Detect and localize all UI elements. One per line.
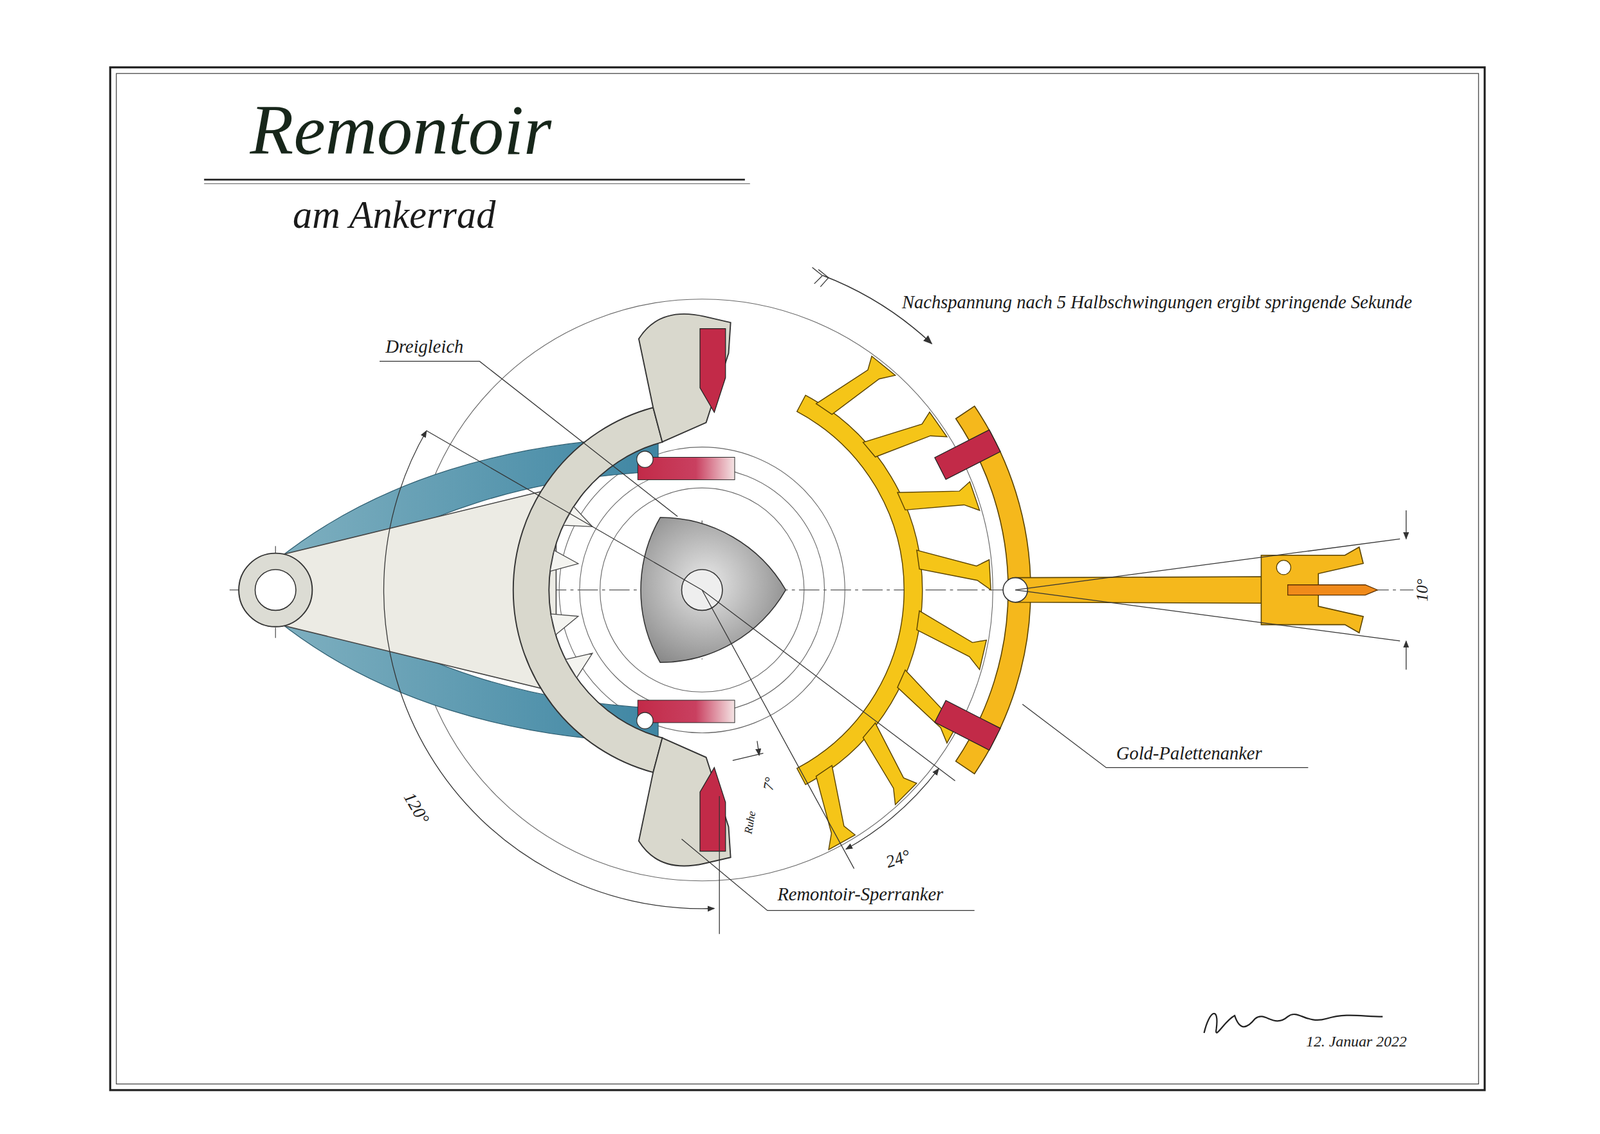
wheel-tooth: [916, 550, 991, 590]
pallet-lever: [956, 405, 1379, 774]
note: Nachspannung nach 5 Halbschwingungen erg…: [900, 292, 1415, 313]
wheel-tooth: [816, 764, 856, 850]
dimension-24: [701, 589, 955, 869]
pivot: [255, 569, 296, 610]
part-name: Remontoir-Sperranker: [775, 883, 946, 904]
wheel-tooth: [897, 481, 980, 511]
pallet-jewel: [934, 699, 1001, 750]
arrow-feather: [812, 267, 829, 287]
reuleaux-cam: [640, 517, 786, 663]
dimension-10: [1015, 510, 1406, 670]
date: 12. Januar 2022: [1304, 1032, 1409, 1050]
angle-dimension: 24°: [881, 845, 915, 874]
wheel-tooth: [916, 610, 987, 670]
ratchet-tooth: [550, 613, 579, 635]
angle-dimension: 7°: [760, 773, 780, 794]
frame: [110, 67, 1485, 1090]
dimension-note: Ruhe: [741, 808, 759, 837]
dimension-7: [732, 740, 764, 760]
title: Remontoir: [250, 93, 552, 166]
title-underline: [203, 178, 745, 181]
title-underline: [203, 183, 751, 184]
pallet-jewel: [934, 429, 1001, 480]
pallet-jewel: [934, 429, 1001, 751]
subtitle: am Ankerrad: [290, 193, 498, 237]
wheel-tooth: [863, 411, 948, 457]
ratchet-tooth: [565, 652, 593, 678]
angle-dimension: 10°: [1413, 576, 1432, 604]
frame: [116, 73, 1479, 1084]
part-name: Dreigleich: [383, 336, 466, 357]
wheel-rim: [797, 395, 923, 785]
pivot: [238, 553, 313, 627]
angle-dimension: 120°: [398, 787, 434, 829]
ratchet-tooth: [550, 550, 579, 572]
part-name: Gold-Palettenanker: [1114, 743, 1265, 764]
ratchet-teeth: [550, 506, 593, 678]
dimension-120: [383, 430, 720, 934]
wheel-tooth: [816, 355, 896, 414]
escape-wheel: [797, 355, 991, 850]
wheel-tooth: [863, 722, 917, 805]
leader-line: [379, 360, 1308, 910]
lever-horn: [636, 313, 735, 480]
signature: [1204, 1013, 1384, 1033]
lever-horn: [636, 699, 735, 866]
